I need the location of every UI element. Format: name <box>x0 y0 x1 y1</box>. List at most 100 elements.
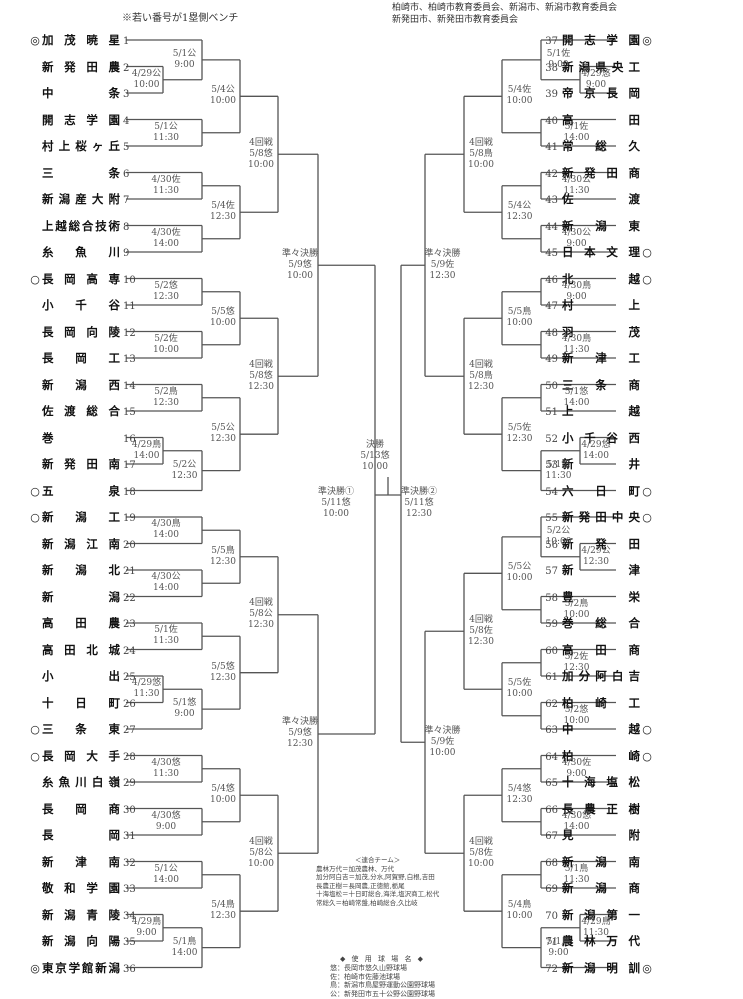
game-date: 5/9佐 <box>430 259 455 270</box>
game-date: 5/2公 <box>172 459 197 470</box>
team-number: 55 <box>545 513 558 524</box>
round-name: 準々決勝 <box>424 725 461 736</box>
team-number: 69 <box>545 884 558 895</box>
game-time: 14:00 <box>171 947 198 958</box>
team-number: 1 <box>123 36 130 47</box>
game-time: 9:00 <box>566 768 587 779</box>
game-date: 5/8佐 <box>469 847 493 858</box>
game-time: 10:00 <box>563 715 590 726</box>
game-time: 12:30 <box>248 381 274 392</box>
team-number: 2 <box>123 62 130 74</box>
team-number: 15 <box>123 407 136 418</box>
team-name: 新発田中央 <box>562 510 640 524</box>
team-name: 開志学園 <box>562 33 640 47</box>
venue-line: 鳥：新潟市鳥屋野運動公園野球場 <box>330 981 435 990</box>
team-name: 新津工 <box>562 351 640 365</box>
game-date: 5/2鳥 <box>564 598 589 609</box>
round-name: 準々決勝 <box>281 248 319 259</box>
team-number: 43 <box>545 195 558 206</box>
combined-team-line: 十海塩松＝十日町総合,海洋,塩沢商工,松代 <box>316 890 440 898</box>
game-time: 11:30 <box>583 927 609 938</box>
team-name: 長岡工 <box>42 351 120 365</box>
game-date: 5/11悠 <box>404 498 434 508</box>
game-date: 5/5鳥 <box>211 545 235 556</box>
team-name: 新潟北 <box>42 563 120 577</box>
team-name: 巻総合 <box>562 616 640 630</box>
game-date: 5/2鳥 <box>154 386 178 397</box>
game-time: 12:30 <box>153 291 179 302</box>
team-name: 長岡大手 <box>42 748 120 763</box>
game-date: 4/30公 <box>561 227 592 238</box>
team-name: 高田商 <box>562 642 640 657</box>
team-name: 中越 <box>562 722 640 736</box>
seed-mark: ○ <box>642 272 652 286</box>
team-number: 31 <box>123 831 136 842</box>
team-number: 8 <box>123 221 130 233</box>
game-date: 5/4悠 <box>211 784 235 795</box>
game-time: 10:00 <box>133 79 160 90</box>
game-time: 11:30 <box>563 185 590 196</box>
team-number: 27 <box>123 725 136 736</box>
team-number: 24 <box>123 645 136 657</box>
team-number: 28 <box>123 751 136 763</box>
team-name: 糸魚川白嶺 <box>42 775 120 789</box>
combined-team-line: 農林万代＝加茂農林、万代 <box>316 864 394 873</box>
game-date: 4/29公 <box>581 545 611 556</box>
round-name: 決勝 <box>365 440 384 450</box>
team-name: 羽茂 <box>562 324 640 339</box>
game-date: 5/5悠 <box>211 307 235 318</box>
game-time: 9:00 <box>174 709 195 720</box>
game-date: 5/2悠 <box>564 704 589 715</box>
game-date: 4/29鳥 <box>131 916 162 927</box>
team-name: 高田 <box>562 112 640 127</box>
seed-mark: ○ <box>642 749 652 763</box>
team-name: 日本文理 <box>562 245 640 259</box>
game-time: 11:30 <box>545 470 572 481</box>
game-time: 14:00 <box>563 397 590 408</box>
team-name: 新潟 <box>42 589 120 604</box>
game-time: 10:00 <box>506 689 533 700</box>
game-time: 10:00 <box>210 795 236 806</box>
team-number: 71 <box>545 937 558 948</box>
game-time: 10:00 <box>153 344 179 355</box>
round-name: 4回戦 <box>469 614 493 625</box>
game-date: 5/1公 <box>154 121 178 132</box>
team-name: 村上桜ヶ丘 <box>42 139 120 153</box>
game-time: 12:30 <box>248 620 274 631</box>
team-number: 50 <box>545 380 558 392</box>
round-name: 準々決勝 <box>424 248 461 259</box>
combined-teams-title: ＜連合チーム＞ <box>354 856 401 864</box>
team-number: 68 <box>545 857 558 869</box>
game-time: 11:30 <box>563 874 590 885</box>
game-time: 12:30 <box>468 381 494 392</box>
game-time: 11:30 <box>153 185 179 196</box>
team-name: 柏崎 <box>562 748 640 763</box>
